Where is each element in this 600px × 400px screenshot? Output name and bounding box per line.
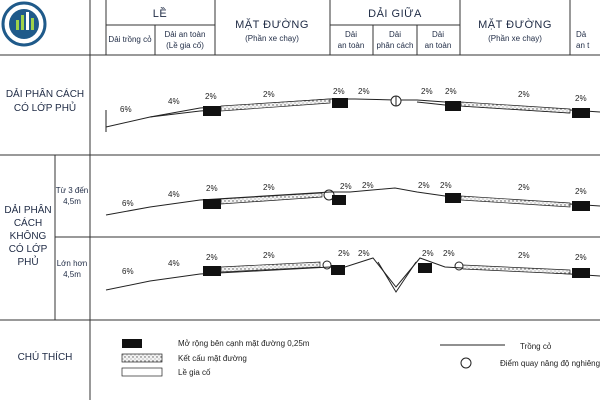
widening-block — [203, 266, 221, 276]
legend-pavement-swatch — [121, 353, 163, 363]
header-mat-duong-1-sub: (Phần xe chạy) — [245, 34, 299, 43]
row2-label-1: DẢI PHÂN — [4, 203, 51, 216]
widening-block — [418, 263, 432, 273]
widening-block — [332, 195, 346, 205]
pavement-structure — [460, 195, 571, 208]
slope-label: 2% — [205, 92, 217, 101]
slope-label: 4% — [168, 190, 180, 199]
company-logo — [1, 1, 47, 47]
slope-label: 2% — [340, 182, 352, 191]
header-dai-an-toan-le-1: Dải an toàn — [165, 30, 206, 39]
legend-item-2: Kết cấu mặt đường — [178, 354, 247, 363]
row1-label-1: DẢI PHÂN CÁCH — [6, 87, 84, 100]
header-dai-trong-co: Dải trồng cỏ — [108, 35, 152, 44]
slope-label: 2% — [422, 249, 434, 258]
slope-label: 6% — [120, 105, 132, 114]
header-le: LỀ — [153, 7, 167, 20]
legend-item-1: Mở rộng bên cạnh mặt đường 0,25m — [178, 339, 310, 348]
slope-label: 2% — [575, 94, 587, 103]
slope-label: 2% — [518, 183, 530, 192]
widening-block — [203, 106, 221, 116]
pavement-structure — [220, 192, 323, 205]
legend-title: CHÚ THÍCH — [18, 350, 73, 363]
pavement-structure — [462, 264, 571, 275]
pivot-point-icon — [454, 261, 464, 271]
slope-label: 2% — [443, 249, 455, 258]
widening-block — [572, 108, 590, 118]
row2-label-5: PHỦ — [17, 255, 38, 268]
widening-block — [572, 201, 590, 211]
pavement-structure — [460, 101, 571, 114]
slope-label: 2% — [263, 90, 275, 99]
slope-label: 2% — [362, 181, 374, 190]
header-dai-phan-cach-1: Dải — [389, 30, 401, 39]
slope-label: 2% — [206, 184, 218, 193]
legend-item-3: Lề gia cố — [178, 368, 211, 377]
legend-widening-swatch — [122, 339, 142, 348]
section-row-1: 6% 4% 2% 2% 2% 2% 2% 2% 2% 2% — [105, 87, 600, 132]
row1-label-2: CÓ LỚP PHỦ — [14, 101, 76, 114]
header-mat-duong-2-sub: (Phần xe chạy) — [488, 34, 542, 43]
header-mat-duong-1: MẶT ĐƯỜNG — [235, 18, 309, 31]
header-mat-duong-2: MẶT ĐƯỜNG — [478, 18, 552, 31]
header-cut-label-2: an t — [576, 41, 590, 50]
section-row-2a: 6% 4% 2% 2% 2% 2% 2% 2% 2% 2% — [105, 181, 600, 216]
slope-label: 2% — [575, 187, 587, 196]
widening-block — [331, 265, 345, 275]
widening-block — [203, 199, 221, 209]
row2b-label-2: 4,5m — [63, 270, 81, 279]
legend-item-5: Điểm quay nâng độ nghiêng — [500, 359, 600, 368]
widening-block — [445, 101, 461, 111]
legend: Mở rộng bên cạnh mặt đường 0,25m Kết cấu… — [121, 339, 600, 377]
row2-label-2: CÁCH — [14, 216, 42, 229]
slope-label: 2% — [421, 87, 433, 96]
header-dai-an-toan-le-2: (Lề gia cố) — [166, 41, 204, 50]
slope-label: 4% — [168, 259, 180, 268]
header-dai-an-toan-right-1: Dải — [432, 30, 444, 39]
header-dai-an-toan-left-1: Dải — [345, 30, 357, 39]
row2a-label-1: Từ 3 đến — [56, 186, 88, 195]
row2-label-3: KHÔNG — [10, 229, 47, 242]
row2a-label-2: 4,5m — [63, 197, 81, 206]
section-row-2b: 6% 4% 2% 2% 2% 2% 2% 2% 2% 2% — [105, 249, 600, 293]
header-dai-phan-cach-2: phân cách — [377, 41, 414, 50]
slope-label: 2% — [358, 249, 370, 258]
legend-item-4: Trồng cỏ — [520, 342, 552, 351]
header-dai-an-toan-right-2: an toàn — [425, 41, 452, 50]
slope-label: 4% — [168, 97, 180, 106]
slope-label: 2% — [333, 87, 345, 96]
widening-block — [332, 98, 348, 108]
pavement-structure — [220, 98, 331, 112]
slope-label: 2% — [263, 183, 275, 192]
slope-label: 2% — [358, 87, 370, 96]
widening-block — [445, 193, 461, 203]
slope-label: 2% — [418, 181, 430, 190]
slope-label: 2% — [518, 251, 530, 260]
slope-label: 2% — [575, 253, 587, 262]
row2b-label-1: Lớn hơn — [57, 259, 88, 268]
header-cut-label-1: Dả — [576, 30, 587, 39]
pavement-structure — [220, 261, 321, 273]
slope-label: 6% — [122, 267, 134, 276]
row2-label-4: CÓ LỚP — [9, 242, 48, 255]
legend-shoulder-swatch — [121, 367, 163, 377]
slope-label: 6% — [122, 199, 134, 208]
slope-label: 2% — [518, 90, 530, 99]
pivot-point-icon — [322, 260, 332, 270]
slope-label: 2% — [263, 251, 275, 260]
slope-label: 2% — [338, 249, 350, 258]
slope-label: 2% — [440, 181, 452, 190]
legend-pivot-icon — [460, 357, 472, 369]
slope-label: 2% — [445, 87, 457, 96]
header-dai-an-toan-left-2: an toàn — [338, 41, 365, 50]
widening-block — [572, 268, 590, 278]
slope-label: 2% — [206, 253, 218, 262]
header-dai-giua: DẢI GIỮA — [368, 7, 422, 20]
